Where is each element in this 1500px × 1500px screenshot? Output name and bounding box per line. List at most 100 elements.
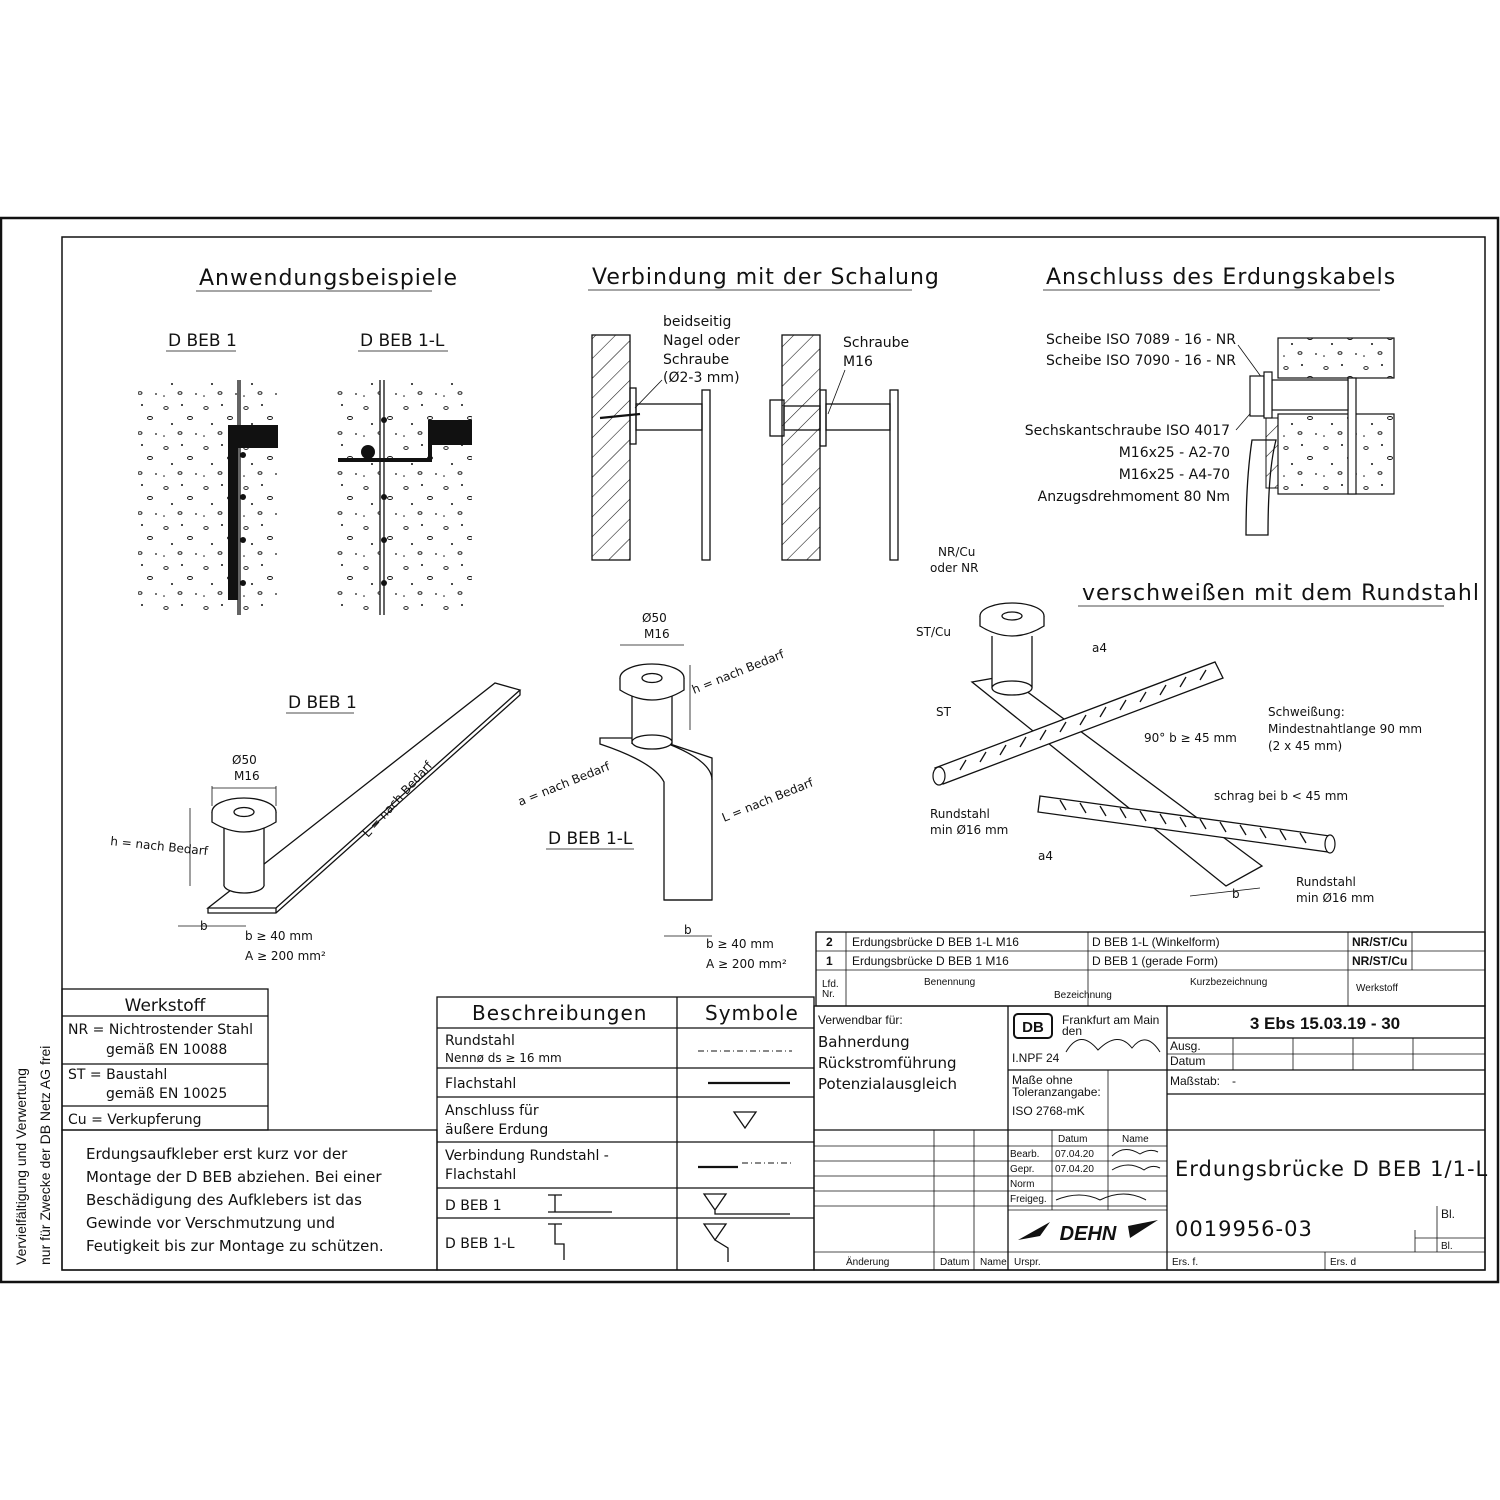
heading-anwendungsbeispiele: Anwendungsbeispiele (199, 266, 458, 291)
legend-anschluss-2: äußere Erdung (445, 1122, 548, 1138)
rundstahl2-2: min Ø16 mm (1296, 891, 1374, 905)
note-screw-2: M16 (843, 354, 873, 370)
dbeb1-m16: M16 (234, 769, 260, 783)
note-nail-4: (Ø2-3 mm) (663, 370, 740, 386)
kabel-line-1: Scheibe ISO 7089 - 16 - NR (1046, 332, 1236, 348)
dbeb1l-h: h = nach Bedarf (690, 647, 787, 697)
dbeb1l-m16: M16 (644, 627, 670, 641)
part1-name: Erdungsbrücke D BEB 1 M16 (852, 954, 1009, 968)
dbeb1-a200: A ≥ 200 mm² (245, 949, 326, 963)
npf: I.NPF 24 (1012, 1051, 1060, 1065)
db-logo-text: DB (1022, 1019, 1044, 1036)
dbeb1l-a: a = nach Bedarf (516, 759, 613, 809)
dbeb1-b: b (200, 919, 208, 933)
weld-1: Schweißung: (1268, 705, 1345, 719)
part2-mat: NR/ST/Cu (1352, 935, 1407, 949)
norm-label: Norm (1010, 1179, 1034, 1190)
heading-schalung: Verbindung mit der Schalung (592, 265, 940, 290)
massstab-value: - (1232, 1074, 1236, 1088)
ers-f-label: Ers. f. (1172, 1257, 1198, 1268)
part1-nr: 1 (826, 954, 833, 968)
hdr-nr: Nr. (822, 989, 835, 1000)
note-line-2: Montage der D BEB abziehen. Bei einer (86, 1168, 382, 1186)
gepr-date: 07.04.20 (1055, 1164, 1094, 1175)
st-cu-label: ST/Cu (916, 625, 951, 639)
a4-bottom: a4 (1038, 849, 1053, 863)
section-rundstahl: verschweißen mit dem Rundstahl NR/Cu ode… (916, 545, 1480, 905)
earth-connection-symbol (732, 1111, 758, 1130)
rundstahl1-1: Rundstahl (930, 807, 990, 821)
part2-kurz: D BEB 1-L (Winkelform) (1092, 935, 1220, 949)
dbeb1l-b40: b ≥ 40 mm (706, 937, 774, 951)
dbeb1-d50: Ø50 (232, 753, 257, 767)
dbeb1l-isometric: Ø50 M16 h = nach Bedarf a = nach Bedarf … (516, 611, 816, 971)
masse-1: Maße ohne (1012, 1073, 1073, 1087)
part2-name: Erdungsbrücke D BEB 1-L M16 (852, 935, 1019, 949)
formwork-1 (591, 334, 631, 561)
part1-mat: NR/ST/Cu (1352, 954, 1407, 968)
angle-label: 90° b ≥ 45 mm (1144, 731, 1237, 745)
kabel-line-3: Sechskantschraube ISO 4017 (1025, 423, 1230, 439)
dbeb1-title: D BEB 1 (288, 693, 357, 713)
signature-gepr (1111, 1164, 1161, 1171)
dbeb1-isometric: D BEB 1 Ø50 M16 h = nach Bedarf L = nach… (110, 682, 522, 963)
bearb-date: 07.04.20 (1055, 1149, 1094, 1160)
kabel-line-4: M16x25 - A2-70 (1119, 445, 1230, 461)
heading-rundstahl: verschweißen mit dem Rundstahl (1082, 581, 1480, 606)
verwendbar-1: Bahnerdung (818, 1033, 910, 1051)
note-paragraph: Erdungsaufkleber erst kurz vor der Monta… (61, 1129, 438, 1271)
hdr-bezeichnung: Bezeichnung (1054, 990, 1112, 1001)
kabel-line-6: Anzugsdrehmoment 80 Nm (1038, 489, 1230, 505)
concrete-wall-right-2 (384, 380, 472, 615)
frankfurt-den: den (1062, 1024, 1082, 1038)
dehn-logo: DEHN (1060, 1223, 1117, 1245)
oblique-label: schrag bei b < 45 mm (1214, 789, 1348, 803)
section-schalung: Verbindung mit der Schalung beidseitig N… (588, 265, 940, 561)
werkstoff-st-1: ST = Baustahl (68, 1067, 167, 1083)
section-erdungskabel: Anschluss des Erdungskabels Scheibe ISO … (1025, 265, 1395, 536)
urspr-label: Urspr. (1014, 1257, 1041, 1268)
db-logo (1013, 1013, 1053, 1039)
drawing-number: 0019956-03 (1175, 1217, 1313, 1241)
werkstoff-cu: Cu = Verkupferung (68, 1112, 202, 1128)
legend-rundstahl-1: Rundstahl (445, 1033, 515, 1049)
legend-dbeb1: D BEB 1 (445, 1198, 502, 1214)
legend-verbindung-2: Flachstahl (445, 1167, 516, 1183)
kabel-line-2: Scheibe ISO 7090 - 16 - NR (1046, 353, 1236, 369)
kabel-line-5: M16x25 - A4-70 (1119, 467, 1230, 483)
aenderung-datum: Datum (940, 1257, 969, 1268)
verwendbar-label: Verwendbar für: (818, 1013, 903, 1027)
bearb-label: Bearb. (1010, 1149, 1039, 1160)
dbeb1l-a200: A ≥ 200 mm² (706, 957, 787, 971)
freig-label: Freigeg. (1010, 1194, 1047, 1205)
rundstahl2-1: Rundstahl (1296, 875, 1356, 889)
section-anwendung: Anwendungsbeispiele D BEB 1 D BEB 1-L (138, 266, 472, 615)
masse-2: Toleranzangabe: (1012, 1085, 1101, 1099)
dbeb1l-embedded-shape (338, 420, 472, 462)
werkstoff-nr-2: gemäß EN 10088 (106, 1042, 227, 1058)
bl-label: Bl. (1441, 1207, 1455, 1221)
signature-bearb (1111, 1149, 1159, 1157)
legend-flachstahl: Flachstahl (445, 1076, 516, 1092)
legend-anschluss-1: Anschluss für (445, 1103, 539, 1119)
dbeb1-b40: b ≥ 40 mm (245, 929, 313, 943)
note-nail-2: Nagel oder (663, 333, 740, 349)
legend-rundstahl-2: Nennø ds ≥ 16 mm (445, 1051, 562, 1065)
concrete-wall-right (240, 380, 278, 615)
verwendbar-3: Potenzialausgleich (818, 1075, 957, 1093)
note-nail-3: Schraube (663, 352, 729, 368)
angle-bar (599, 737, 713, 901)
dbeb1l-L: L = nach Bedarf (720, 775, 816, 825)
weld-2: Mindestnahtlange 90 mm (1268, 722, 1422, 736)
bl-label-2: Bl. (1441, 1241, 1453, 1252)
werkstoff-st-2: gemäß EN 10025 (106, 1086, 227, 1102)
outer-frame (0, 216, 1500, 1284)
signature-freig (1055, 1193, 1147, 1201)
dbeb1-h: h = nach Bedarf (110, 834, 210, 858)
note-line-4: Gewinde vor Verschmutzung und (86, 1214, 335, 1232)
note-line-3: Beschädigung des Aufklebers ist das (86, 1191, 362, 1209)
parts-list: 2 Erdungsbrücke D BEB 1-L M16 D BEB 1-L … (815, 931, 1486, 1007)
dbeb1l-symbol (548, 1223, 565, 1260)
werkstoff-nr-1: NR = Nichtrostender Stahl (68, 1022, 253, 1038)
ausg-label: Ausg. (1170, 1039, 1201, 1053)
